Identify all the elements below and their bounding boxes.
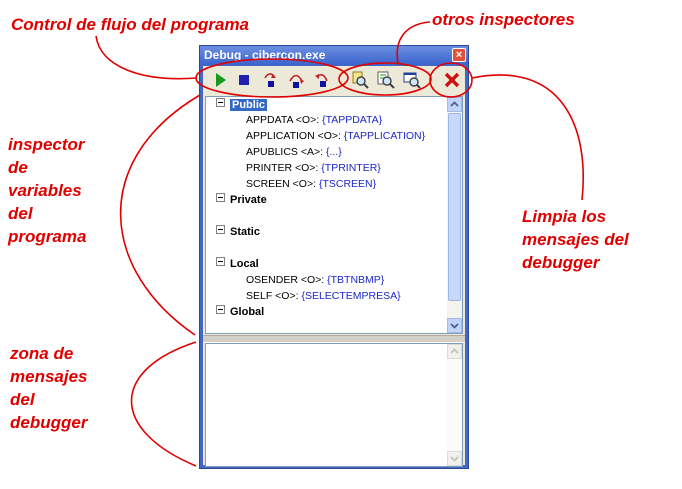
tree-item[interactable]: SCREEN <O>: {TSCREEN} — [246, 178, 377, 190]
tree-node-global[interactable]: Global — [216, 305, 264, 319]
play-icon — [216, 73, 226, 87]
window-title: Debug - cibercon.exe — [204, 48, 326, 62]
annotation-clear-messages: Limpia los mensajes del debugger — [522, 207, 629, 272]
stop-icon — [239, 75, 249, 85]
tree-item[interactable]: PRINTER <O>: {TPRINTER} — [246, 162, 381, 174]
step-into-button[interactable] — [259, 69, 281, 91]
collapse-icon[interactable] — [216, 193, 225, 202]
tree-item[interactable]: APPLICATION <O>: {TAPPLICATION} — [246, 130, 426, 142]
messages-scrollbar[interactable] — [447, 344, 462, 466]
step-into-icon — [264, 73, 276, 87]
run-button[interactable] — [209, 69, 231, 91]
collapse-icon[interactable] — [216, 98, 225, 107]
clear-messages-button[interactable] — [441, 69, 463, 91]
scroll-down-button[interactable] — [447, 318, 462, 333]
variable-inspector-leader — [119, 94, 201, 336]
annotation-variable-inspector: inspector de variables del programa — [8, 135, 87, 246]
chevron-down-icon — [450, 323, 459, 329]
title-bar[interactable]: Debug - cibercon.exe × — [200, 46, 468, 65]
chevron-down-icon — [450, 456, 459, 462]
tree-item[interactable]: OSENDER <O>: {TBTNBMP} — [246, 274, 385, 286]
step-over-icon — [289, 74, 304, 88]
scroll-up-button[interactable] — [447, 97, 462, 112]
clear-messages-leader — [471, 74, 584, 201]
collapse-icon[interactable] — [216, 257, 225, 266]
step-out-icon — [315, 73, 328, 87]
inspector-2-button[interactable] — [375, 69, 397, 91]
tree-node-private[interactable]: Private — [216, 193, 267, 207]
tree-item[interactable]: SELF <O>: {SELECTEMPRESA} — [246, 290, 401, 302]
pane-splitter[interactable] — [203, 335, 465, 343]
window-client: Public APPDATA <O>: {TAPPDATA} APPLICATI… — [203, 66, 465, 467]
tree-node-public[interactable]: Public — [216, 98, 268, 112]
annotation-message-zone: zona de mensajes del debugger — [10, 344, 88, 432]
red-x-icon — [444, 72, 460, 88]
variable-inspector-tree[interactable]: Public APPDATA <O>: {TAPPDATA} APPLICATI… — [205, 96, 463, 334]
tree-scrollbar[interactable] — [447, 97, 462, 333]
scroll-up-button[interactable] — [447, 344, 462, 359]
collapse-icon[interactable] — [216, 225, 225, 234]
tree-node-static[interactable]: Static — [216, 225, 260, 239]
step-over-button[interactable] — [285, 69, 307, 91]
collapse-icon[interactable] — [216, 305, 225, 314]
tree-item[interactable]: APPDATA <O>: {TAPPDATA} — [246, 114, 383, 126]
step-out-button[interactable] — [311, 69, 333, 91]
toolbar — [203, 66, 465, 94]
tree-item[interactable]: APUBLICS <A>: {...} — [246, 146, 342, 158]
annotation-other-inspectors: otros inspectores — [432, 10, 575, 29]
inspector-1-button[interactable] — [349, 69, 371, 91]
annotation-flow-control: Control de flujo del programa — [11, 15, 250, 34]
magnifier-list-icon — [377, 71, 395, 89]
flow-control-leader — [95, 35, 197, 80]
scroll-thumb[interactable] — [448, 113, 461, 301]
chevron-up-icon — [450, 101, 459, 107]
debug-window: Debug - cibercon.exe × — [199, 45, 469, 469]
debugger-messages-area[interactable] — [205, 343, 463, 467]
stop-button[interactable] — [233, 69, 255, 91]
scroll-down-button[interactable] — [447, 451, 462, 466]
chevron-up-icon — [450, 348, 459, 354]
close-button[interactable]: × — [452, 48, 466, 62]
magnifier-window-icon — [403, 72, 421, 89]
tree-node-local[interactable]: Local — [216, 257, 259, 271]
magnifier-icon — [352, 71, 369, 89]
message-zone-leader — [130, 341, 197, 467]
inspector-3-button[interactable] — [401, 69, 423, 91]
